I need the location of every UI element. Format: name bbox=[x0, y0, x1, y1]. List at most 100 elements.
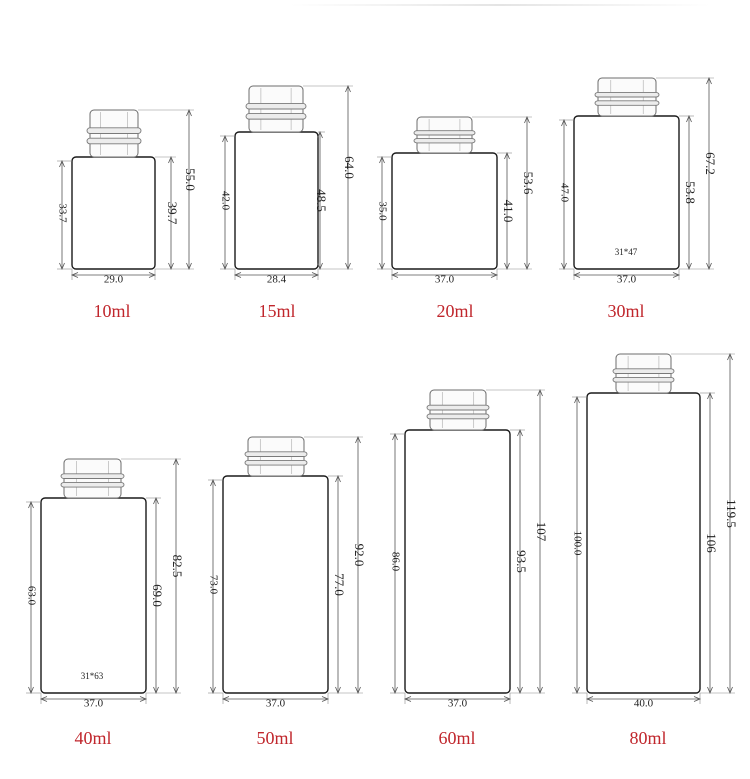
cap-thread bbox=[594, 100, 660, 106]
total-height-value: 55.0 bbox=[183, 168, 198, 191]
cap-thread bbox=[426, 404, 490, 411]
cap-thread bbox=[245, 113, 307, 120]
inner-height-dimension-arrow-bottom bbox=[59, 262, 65, 271]
inner-height-value: 47.0 bbox=[558, 183, 570, 203]
body-height-value: 93.5 bbox=[514, 550, 529, 573]
width-dimension-arrow-left bbox=[70, 272, 79, 278]
cap-thread bbox=[86, 137, 142, 145]
body-height-dimension-arrow-bottom bbox=[707, 686, 713, 695]
total-height-dimension-arrow-bottom bbox=[524, 262, 530, 271]
total-height-value: 82.5 bbox=[170, 555, 185, 578]
width-dimension-arrow-right bbox=[672, 272, 681, 278]
total-height-dimension-arrow-top bbox=[186, 108, 192, 117]
bottle-label-20ml: 20ml bbox=[436, 301, 474, 321]
bottle-drawing-60ml: 86.0 93.5 107 37.0 bbox=[389, 388, 549, 710]
inner-height-dimension-arrow-bottom bbox=[392, 686, 398, 695]
width-value: 37.0 bbox=[266, 698, 286, 710]
width-dimension-arrow-left bbox=[585, 696, 594, 702]
inner-height-value: 33.7 bbox=[56, 203, 68, 223]
width-dimension-arrow-right bbox=[693, 696, 702, 702]
inner-height-dimension-arrow-top bbox=[392, 432, 398, 441]
total-height-dimension-arrow-bottom bbox=[355, 686, 361, 695]
body-height-value: 53.8 bbox=[683, 181, 698, 204]
width-value: 40.0 bbox=[634, 698, 654, 710]
body-height-dimension-arrow-top bbox=[686, 114, 692, 123]
inner-height-value: 42.0 bbox=[219, 191, 231, 211]
body-height-value: 41.0 bbox=[501, 200, 516, 223]
bottle-drawing-10ml: 33.7 39.755.0 29.0 bbox=[56, 108, 198, 286]
inner-height-value: 63.0 bbox=[25, 586, 37, 606]
width-dimension-arrow-left bbox=[221, 696, 230, 702]
width-value: 29.0 bbox=[104, 274, 124, 286]
total-height-dimension-arrow-bottom bbox=[186, 262, 192, 271]
bottle-label-40ml: 40ml bbox=[74, 728, 112, 748]
inner-height-dimension-arrow-top bbox=[222, 134, 228, 143]
inner-height-dimension-arrow-top bbox=[574, 395, 580, 404]
width-value: 37.0 bbox=[435, 274, 455, 286]
inner-height-dimension-arrow-top bbox=[561, 118, 567, 127]
width-value: 37.0 bbox=[448, 698, 468, 710]
bottle-label-60ml: 60ml bbox=[438, 728, 476, 748]
top-divider bbox=[290, 4, 710, 6]
cap-thread bbox=[244, 459, 308, 466]
total-height-dimension-arrow-bottom bbox=[706, 262, 712, 271]
cap-thread bbox=[612, 376, 675, 383]
bottle-body bbox=[234, 131, 319, 270]
bottle-size-note: 31*47 bbox=[615, 247, 638, 257]
inner-height-dimension-arrow-top bbox=[59, 159, 65, 168]
total-height-dimension-arrow-bottom bbox=[345, 262, 351, 271]
total-height-dimension-arrow-top bbox=[706, 76, 712, 85]
inner-height-dimension-arrow-bottom bbox=[379, 262, 385, 271]
total-height-dimension-arrow-top bbox=[727, 352, 733, 361]
bottle-body bbox=[586, 392, 701, 694]
cap-thread bbox=[86, 127, 142, 134]
total-height-dimension-arrow-bottom bbox=[537, 686, 543, 695]
body-height-value: 48.5 bbox=[314, 189, 329, 212]
width-dimension-arrow-left bbox=[390, 272, 399, 278]
total-height-value: 64.0 bbox=[342, 156, 357, 179]
width-dimension-arrow-left bbox=[572, 272, 581, 278]
body-height-dimension-arrow-bottom bbox=[686, 262, 692, 271]
body-height-dimension-arrow-top bbox=[335, 474, 341, 483]
bottle-label-30ml: 30ml bbox=[607, 301, 645, 321]
body-height-dimension-arrow-bottom bbox=[168, 262, 174, 271]
total-height-dimension-arrow-top bbox=[173, 457, 179, 466]
bottle-body bbox=[222, 475, 329, 694]
width-dimension-arrow-left bbox=[39, 696, 48, 702]
total-height-dimension-arrow-top bbox=[537, 388, 543, 397]
inner-height-dimension-arrow-top bbox=[28, 500, 34, 509]
bottle-drawing-15ml: 42.0 48.5 64.0 28.4 bbox=[219, 84, 357, 286]
body-height-dimension-arrow-bottom bbox=[504, 262, 510, 271]
inner-height-value: 86.0 bbox=[389, 552, 401, 572]
cap-thread bbox=[60, 473, 125, 479]
cap-thread bbox=[594, 91, 660, 98]
inner-height-dimension-arrow-bottom bbox=[28, 686, 34, 695]
inner-height-dimension-arrow-top bbox=[379, 155, 385, 164]
body-height-value: 39.7 bbox=[165, 202, 180, 225]
body-height-dimension-arrow-top bbox=[317, 130, 323, 139]
total-height-dimension-arrow-bottom bbox=[173, 686, 179, 695]
width-value: 28.4 bbox=[267, 274, 287, 286]
cap-thread bbox=[413, 138, 476, 144]
width-dimension-arrow-right bbox=[490, 272, 499, 278]
cap-thread bbox=[245, 103, 307, 110]
body-height-value: 69.0 bbox=[150, 584, 165, 607]
inner-height-value: 73.0 bbox=[207, 575, 219, 595]
body-height-dimension-arrow-bottom bbox=[335, 686, 341, 695]
inner-height-dimension-arrow-top bbox=[210, 478, 216, 487]
cap-thread bbox=[426, 413, 490, 420]
bottle-size-note: 31*63 bbox=[81, 671, 104, 681]
total-height-value: 119.5 bbox=[724, 499, 739, 528]
total-height-value: 67.2 bbox=[703, 152, 718, 175]
bottle-label-10ml: 10ml bbox=[93, 301, 131, 321]
total-height-value: 107 bbox=[534, 522, 549, 542]
body-height-dimension-arrow-bottom bbox=[317, 262, 323, 271]
bottle-body bbox=[71, 156, 156, 270]
bottle-label-15ml: 15ml bbox=[258, 301, 296, 321]
inner-height-value: 35.0 bbox=[376, 201, 388, 221]
